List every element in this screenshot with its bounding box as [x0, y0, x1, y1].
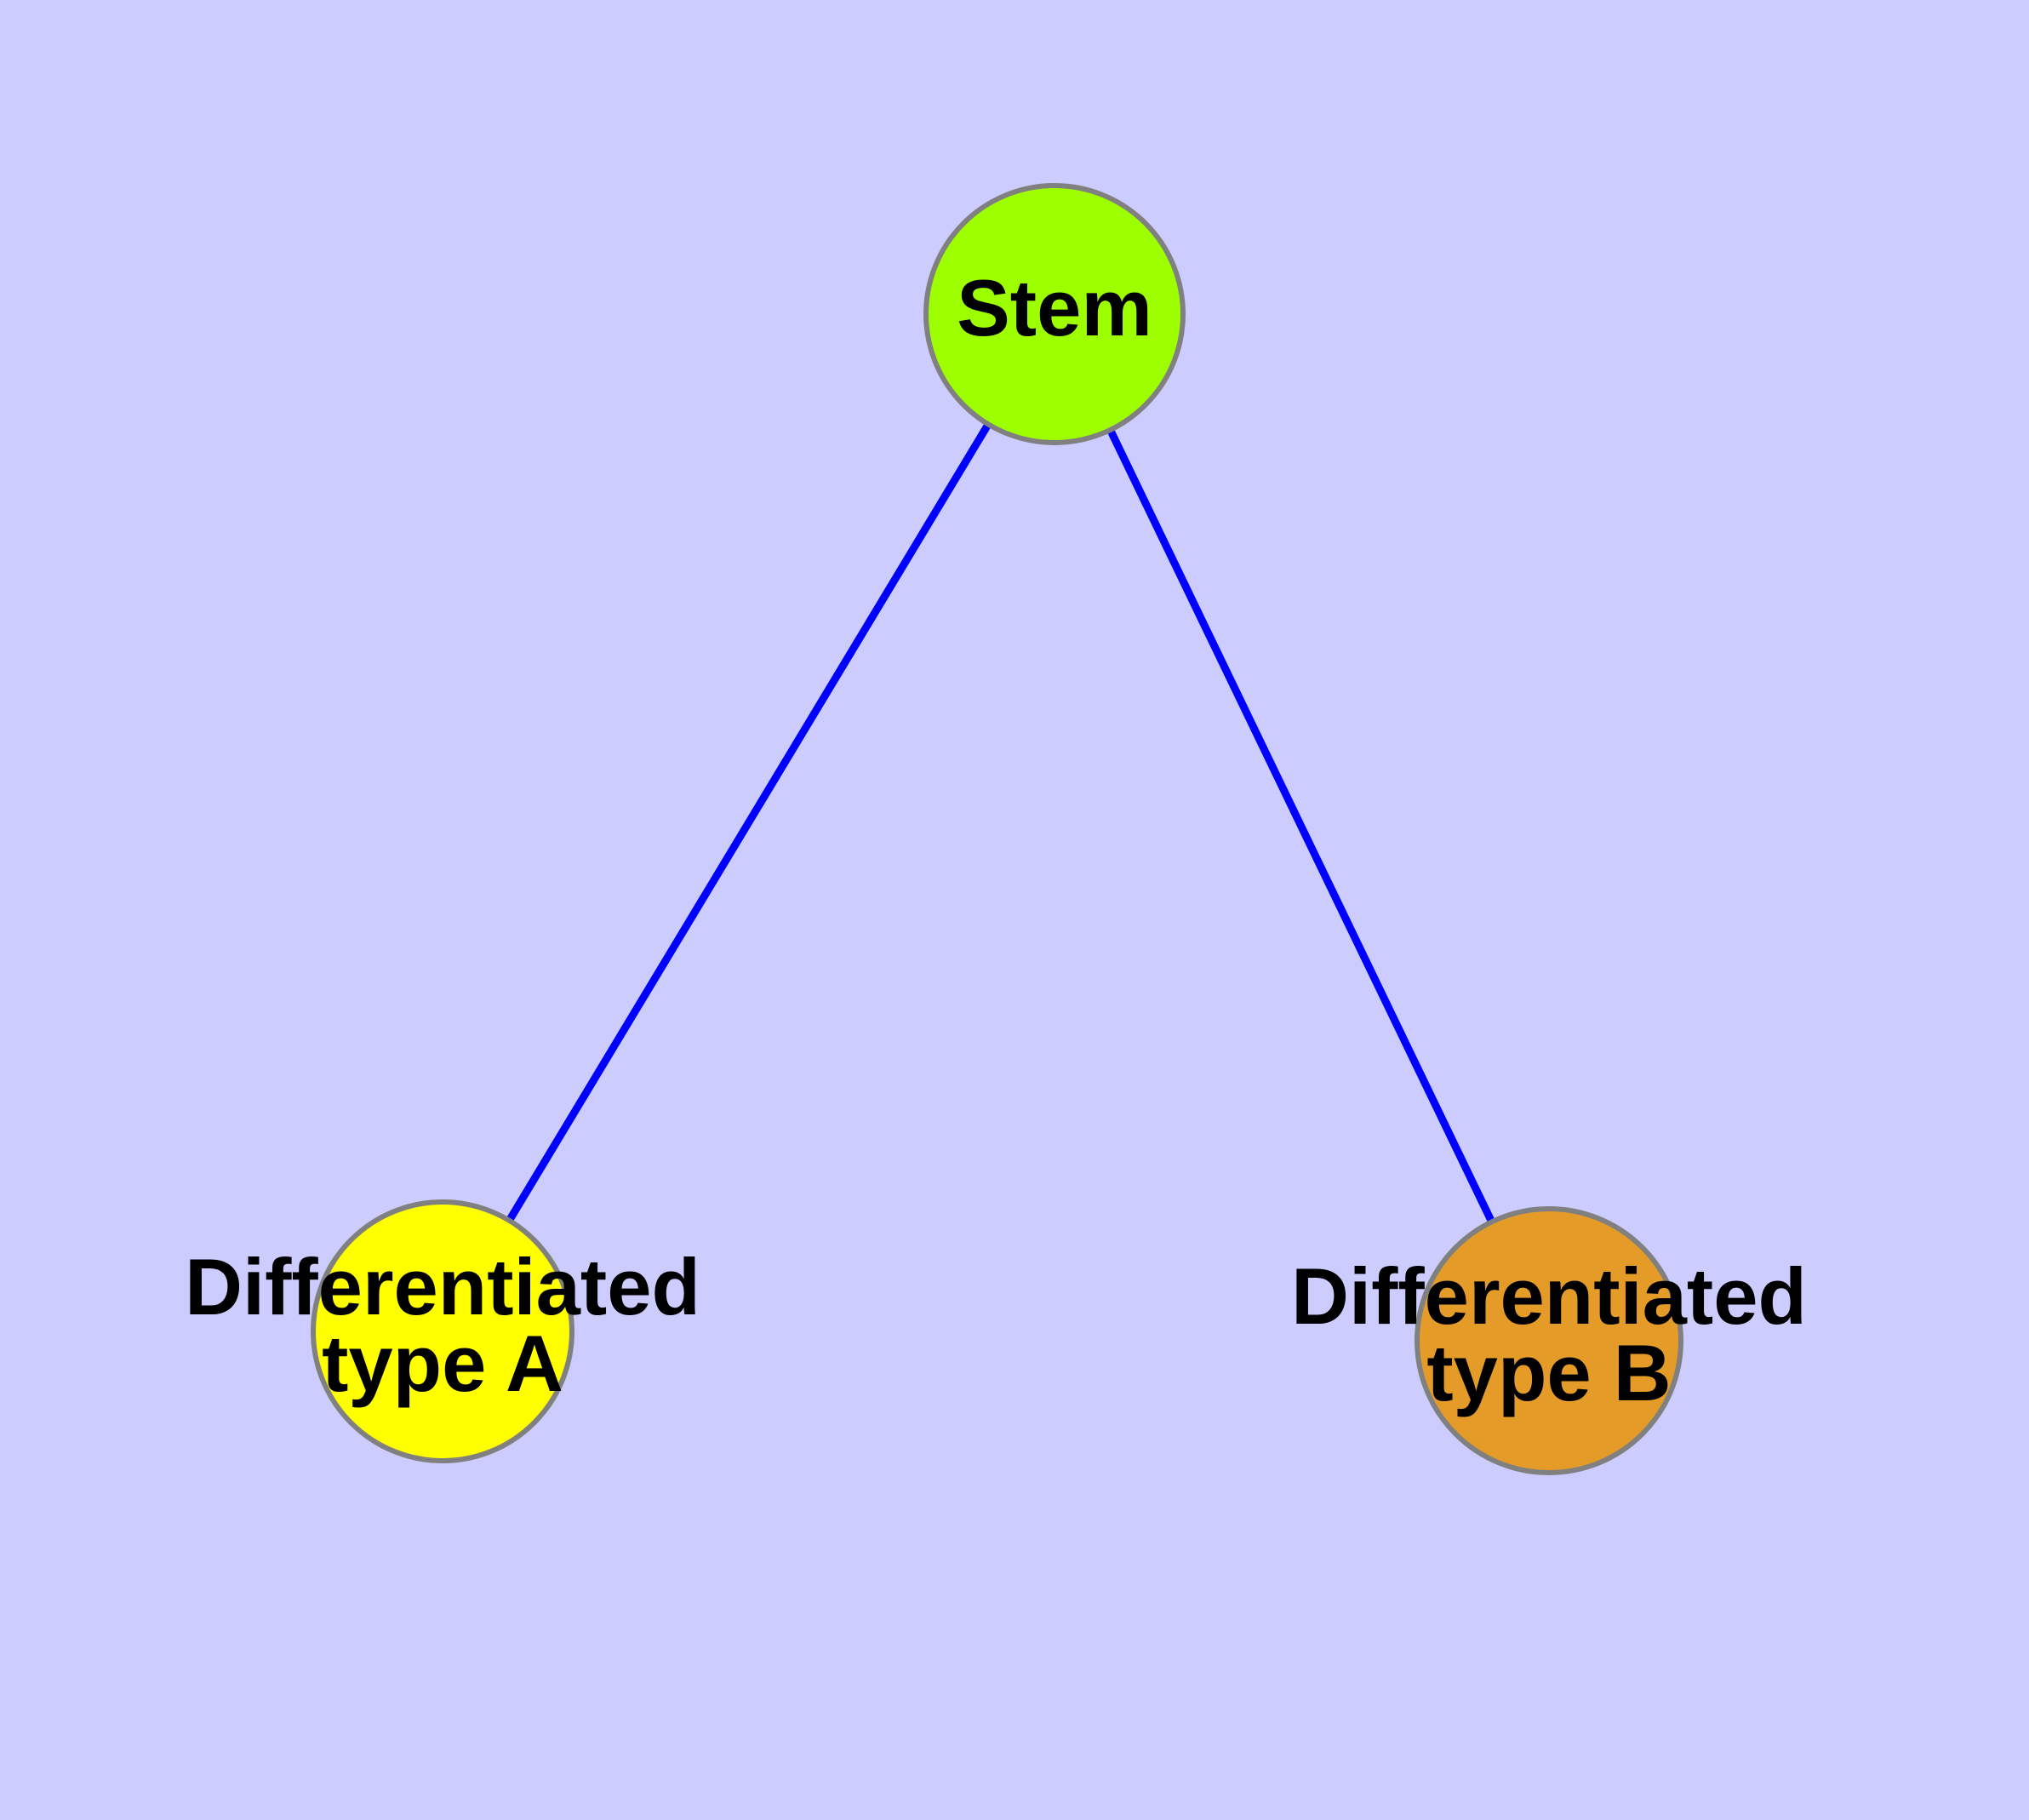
edges-layer	[439, 312, 1553, 1342]
node-label-line: Stem	[957, 263, 1152, 352]
node-stem[interactable]	[923, 183, 1186, 445]
node-label-line: Differentiated	[185, 1242, 700, 1331]
node-label-line: type A	[322, 1319, 563, 1408]
node-label-stem: Stem	[957, 263, 1152, 352]
edge-stem-diff-a	[439, 312, 1058, 1334]
node-label-line: type B	[1426, 1328, 1671, 1417]
nodes-layer	[311, 183, 1683, 1475]
node-label-line: Differentiated	[1291, 1251, 1807, 1341]
node-diff_b[interactable]	[1415, 1206, 1683, 1475]
edge-stem-diff-b	[1050, 312, 1553, 1342]
node-diff_a[interactable]	[311, 1199, 574, 1463]
